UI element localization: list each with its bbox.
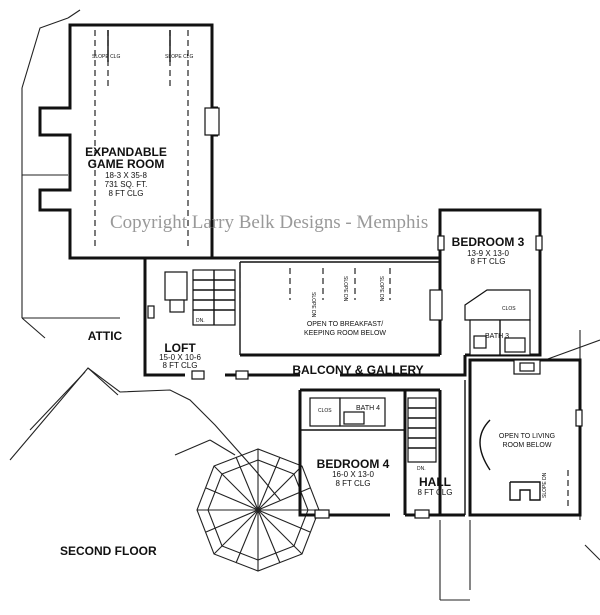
turret-roof (196, 448, 320, 572)
open-breakfast-line1: OPEN TO BREAKFAST/ (307, 321, 383, 328)
open-living-walls (468, 358, 583, 517)
slope-clg-label: SLOPE CLG (165, 54, 193, 60)
loft-name: LOFT (164, 341, 196, 355)
game-room-name-2: GAME ROOM (88, 157, 165, 171)
central-walls (143, 256, 467, 380)
hall-ceiling: 8 FT CLG (418, 488, 453, 497)
game-room-area: 731 SQ. FT. (105, 180, 148, 189)
bedroom4-dims: 16-0 X 13-0 (332, 470, 374, 479)
bedroom4-labels: CLOS BATH 4 BEDROOM 4 16-0 X 13-0 8 FT C… (317, 405, 453, 497)
game-room-ceiling: 8 FT CLG (109, 189, 144, 198)
bedroom3-labels: BEDROOM 3 13-9 X 13-0 8 FT CLG CLOS BATH… (452, 235, 525, 340)
bedroom3-walls (437, 208, 543, 357)
bath3-name: BATH 3 (485, 333, 509, 340)
hall-name: HALL (419, 475, 451, 489)
slope-dn-label: SLOPE DN (378, 276, 384, 302)
slope-dn-label: SLOPE DN (342, 276, 348, 302)
game-room-labels: EXPANDABLE GAME ROOM 18-3 X 35-8 731 SQ.… (85, 145, 167, 198)
bedroom4-name: BEDROOM 4 (317, 457, 390, 471)
game-room-dims: 18-3 X 35-8 (105, 171, 147, 180)
central-slope-labels: SLOPE DN SLOPE DN SLOPE DN DN. (196, 276, 384, 324)
open-living-line1: OPEN TO LIVING (499, 433, 555, 440)
bedroom4-closet-label: CLOS (318, 408, 332, 414)
open-living-labels: OPEN TO LIVING ROOM BELOW SLOPE DN (499, 433, 555, 498)
bedroom4-walls (298, 380, 466, 519)
attic-name: ATTIC (88, 329, 123, 343)
game-room-name-1: EXPANDABLE (85, 145, 167, 159)
game-room-slope-labels: SLOPE CLG SLOPE CLG (92, 54, 193, 60)
bedroom3-name: BEDROOM 3 (452, 235, 525, 249)
slope-clg-label: SLOPE CLG (92, 54, 120, 60)
open-living-line2: ROOM BELOW (502, 442, 551, 449)
floor-label: SECOND FLOOR (60, 544, 157, 558)
stair-dn-label: DN. (417, 466, 426, 472)
stair-dn-label: DN. (196, 318, 205, 324)
bedroom3-dims: 13-9 X 13-0 (467, 249, 509, 258)
slope-dn-label: SLOPE DN (310, 292, 316, 318)
loft-dims: 15-0 X 10-6 (159, 353, 201, 362)
central-labels: OPEN TO BREAKFAST/ KEEPING ROOM BELOW LO… (88, 321, 424, 377)
copyright-watermark: Copyright Larry Belk Designs - Memphis (110, 212, 428, 233)
bath4-name: BATH 4 (356, 405, 380, 412)
open-breakfast-line2: KEEPING ROOM BELOW (304, 330, 386, 337)
bedroom3-ceiling: 8 FT CLG (471, 257, 506, 266)
game-room-walls (38, 23, 220, 260)
slope-dn-label: SLOPE DN (542, 472, 548, 498)
balcony-name: BALCONY & GALLERY (292, 363, 423, 377)
bath3-closet-label: CLOS (502, 306, 516, 312)
bedroom4-ceiling: 8 FT CLG (336, 479, 371, 488)
loft-ceiling: 8 FT CLG (163, 361, 198, 370)
